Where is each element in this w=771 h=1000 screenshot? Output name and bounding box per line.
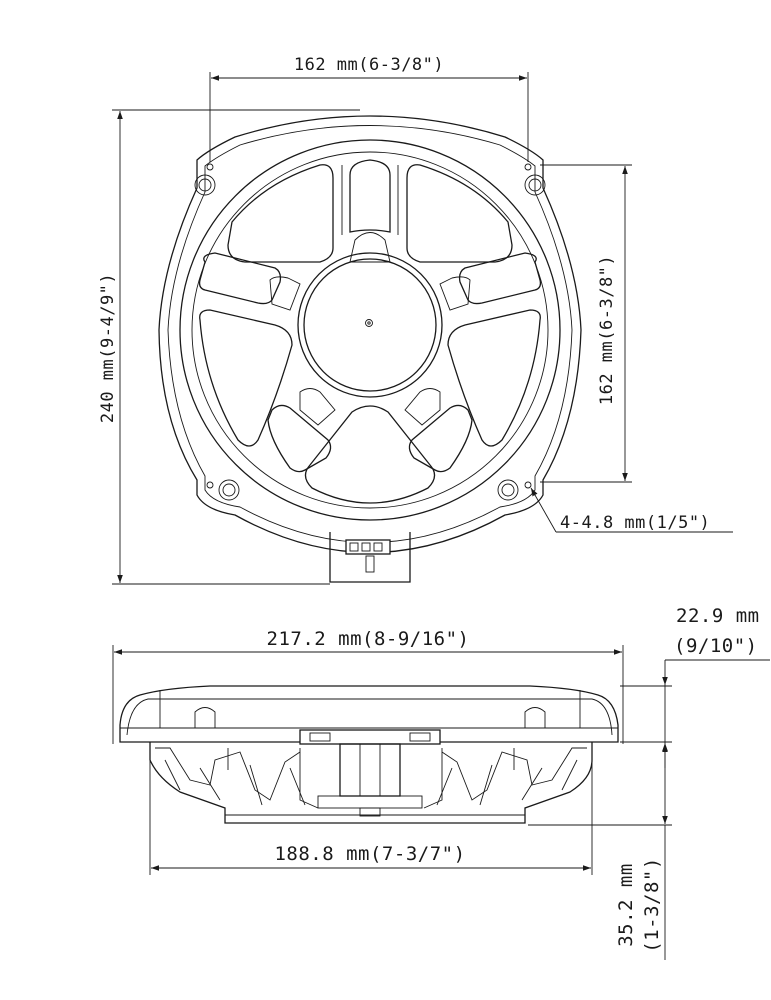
label-cutout-diameter: 188.8 mm(7-3/7") — [274, 843, 465, 865]
center-vent — [365, 319, 373, 327]
magnet-outer — [297, 252, 443, 398]
label-mounting-depth-inch: (1-3/8") — [641, 857, 663, 953]
label-flange-thickness-value: 22.9 mm — [676, 605, 760, 627]
side-view: 217.2 mm(8-9/16") 22.9 mm (9/10") 188.8 … — [112, 605, 770, 960]
basket-spokes — [198, 165, 542, 473]
basket-profile — [149, 742, 593, 824]
dimension-mounting-depth: 35.2 mm (1-3/8") — [528, 744, 672, 960]
dimension-top-mounting-width: 162 mm(6-3/8") — [209, 55, 529, 162]
label-overall-width: 217.2 mm(8-9/16") — [267, 628, 470, 650]
label-overall-height: 240 mm(9-4/9") — [98, 273, 118, 423]
label-flange-thickness-inch: (9/10") — [674, 635, 758, 657]
terminal-connector — [329, 532, 411, 583]
speaker-frame-outline — [158, 115, 582, 554]
dimension-flange-thickness: 22.9 mm (9/10") — [620, 605, 770, 768]
dimension-cutout-diameter: 188.8 mm(7-3/7") — [149, 760, 593, 875]
basket-windows — [199, 159, 541, 504]
label-right-mounting-height: 162 mm(6-3/8") — [597, 255, 617, 405]
label-top-mounting-width: 162 mm(6-3/8") — [294, 55, 444, 75]
dimension-right-mounting-height: 162 mm(6-3/8") — [540, 164, 632, 483]
basket-ring — [179, 139, 561, 521]
dimension-mounting-holes: 4-4.8 mm(1/5") — [530, 487, 733, 533]
dimension-overall-width: 217.2 mm(8-9/16") — [112, 628, 624, 744]
mounting-holes — [194, 163, 546, 501]
front-view: 162 mm(6-3/8") 240 mm(9-4/9") 162 mm(6-3… — [98, 55, 733, 585]
dimension-overall-height: 240 mm(9-4/9") — [98, 109, 360, 585]
magnet-inner — [303, 258, 437, 392]
label-mounting-depth-value: 35.2 mm — [615, 863, 637, 947]
label-mounting-holes: 4-4.8 mm(1/5") — [560, 513, 710, 533]
flange-profile — [119, 685, 619, 743]
